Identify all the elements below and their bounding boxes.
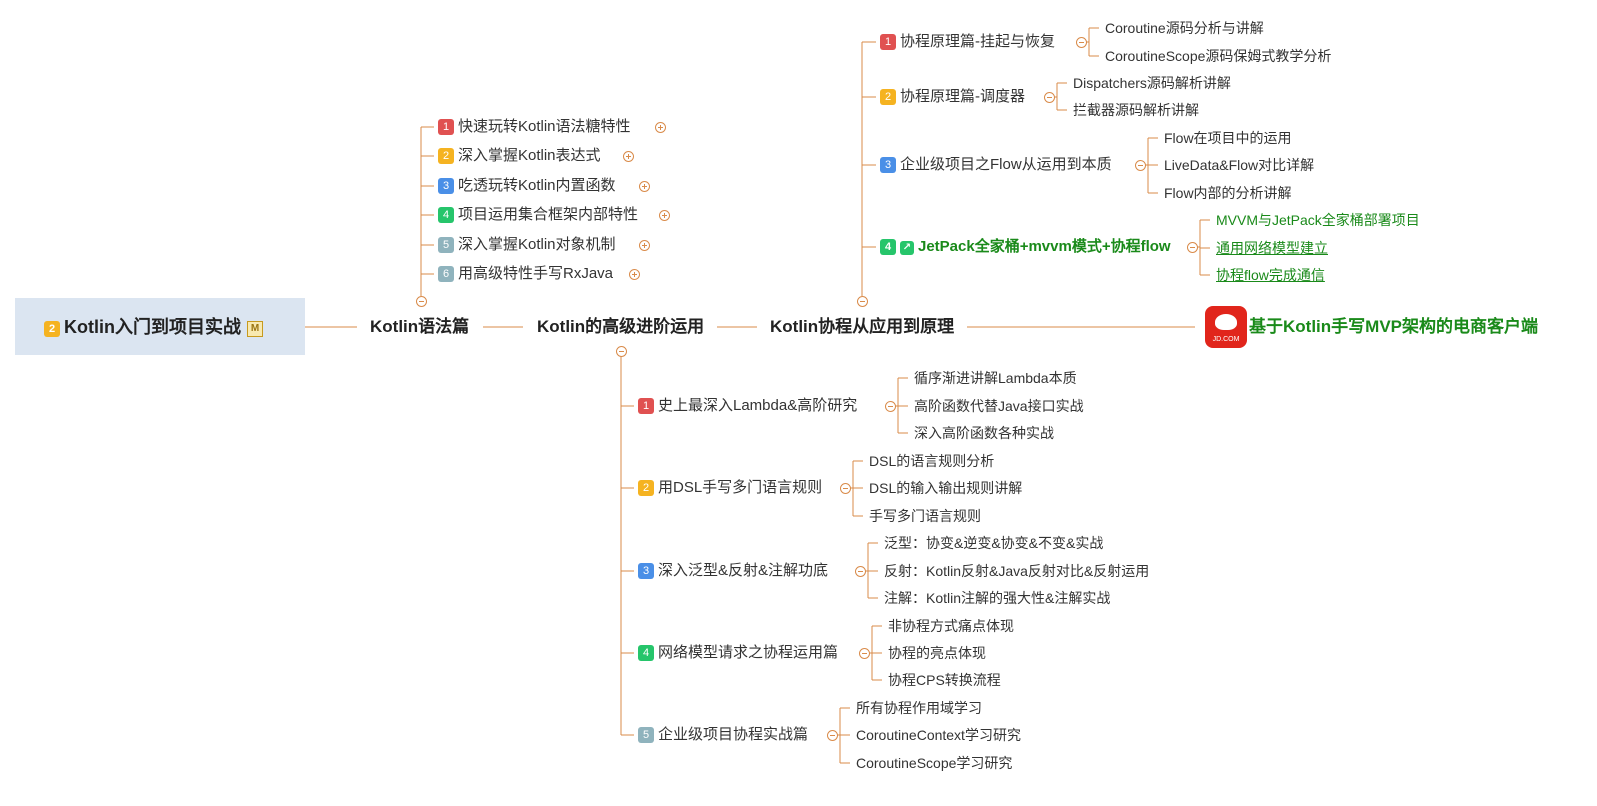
syntax-item-label: 用高级特性手写RxJava	[458, 265, 614, 282]
leaf-item[interactable]: DSL的语言规则分析	[869, 453, 995, 469]
leaf-item[interactable]: LiveData&Flow对比详解	[1164, 157, 1315, 173]
leaf-item[interactable]: 高阶函数代替Java接口实战	[914, 398, 1084, 414]
advanced-item-label: 史上最深入Lambda&高阶研究	[658, 397, 858, 414]
expand-toggle-icon[interactable]	[639, 181, 650, 192]
number-badge: 3	[880, 157, 896, 173]
syntax-item-label: 项目运用集合框架内部特性	[458, 206, 639, 223]
chapter-advanced[interactable]: Kotlin的高级进阶运用	[537, 317, 705, 336]
number-badge: 4	[638, 645, 654, 661]
collapse-toggle-icon[interactable]	[859, 648, 870, 659]
expand-toggle-icon[interactable]	[655, 122, 666, 133]
leaf-item[interactable]: Flow内部的分析讲解	[1164, 185, 1292, 201]
leaf-item[interactable]: Flow在项目中的运用	[1164, 130, 1292, 146]
number-badge: 2	[880, 89, 896, 105]
number-badge: 1	[880, 34, 896, 50]
expand-toggle-icon[interactable]	[629, 269, 640, 280]
expand-toggle-icon[interactable]	[623, 151, 634, 162]
chapter-coroutine[interactable]: Kotlin协程从应用到原理	[770, 317, 955, 336]
root-number-badge: 2	[44, 321, 60, 337]
leaf-item[interactable]: DSL的输入输出规则讲解	[869, 480, 1023, 496]
collapse-toggle-icon[interactable]	[1187, 242, 1198, 253]
leaf-item[interactable]: Dispatchers源码解析讲解	[1073, 75, 1231, 91]
collapse-toggle-icon[interactable]	[1135, 160, 1146, 171]
leaf-item[interactable]: 协程的亮点体现	[888, 645, 986, 661]
collapse-toggle-icon[interactable]	[885, 401, 896, 412]
leaf-item[interactable]: 深入高阶函数各种实战	[914, 425, 1054, 441]
syntax-item-label: 深入掌握Kotlin对象机制	[458, 236, 616, 253]
leaf-item[interactable]: 注解：Kotlin注解的强大性&注解实战	[884, 590, 1111, 606]
leaf-item[interactable]: 通用网络模型建立	[1216, 240, 1328, 256]
collapse-toggle-icon[interactable]	[827, 730, 838, 741]
leaf-item[interactable]: 非协程方式痛点体现	[888, 618, 1014, 634]
advanced-item-label: 企业级项目协程实战篇	[658, 726, 809, 743]
syntax-item-label: 吃透玩转Kotlin内置函数	[458, 177, 616, 194]
collapse-toggle-icon[interactable]	[1044, 92, 1055, 103]
leaf-item[interactable]: 泛型：协变&逆变&协变&不变&实战	[884, 535, 1104, 551]
leaf-item[interactable]: Coroutine源码分析与讲解	[1105, 20, 1264, 36]
collapse-toggle-icon[interactable]	[840, 483, 851, 494]
leaf-item[interactable]: CoroutineScope学习研究	[856, 755, 1013, 771]
number-badge: 2	[438, 148, 454, 164]
marker-flag-icon: M	[247, 321, 263, 337]
syntax-item-label: 快速玩转Kotlin语法糖特性	[458, 118, 631, 135]
number-badge: 4	[880, 239, 896, 255]
chapter-syntax[interactable]: Kotlin语法篇	[370, 317, 470, 336]
jd-logo-icon: JD.COM	[1205, 306, 1247, 348]
collapse-toggle-icon[interactable]	[616, 346, 627, 357]
collapse-toggle-icon[interactable]	[857, 296, 868, 307]
root-title: Kotlin入门到项目实战	[64, 317, 241, 337]
leaf-item[interactable]: CoroutineScope源码保姆式教学分析	[1105, 48, 1332, 64]
leaf-item[interactable]: 协程flow完成通信	[1216, 267, 1325, 283]
collapse-toggle-icon[interactable]	[855, 566, 866, 577]
number-badge: 5	[438, 237, 454, 253]
link-icon: ↗	[900, 241, 914, 255]
number-badge: 6	[438, 266, 454, 282]
number-badge: 4	[438, 207, 454, 223]
advanced-item-label: 网络模型请求之协程运用篇	[658, 644, 839, 661]
advanced-item-label: 深入泛型&反射&注解功底	[658, 562, 829, 579]
collapse-toggle-icon[interactable]	[1076, 37, 1087, 48]
number-badge: 1	[438, 119, 454, 135]
number-badge: 2	[638, 480, 654, 496]
leaf-item[interactable]: 循序渐进讲解Lambda本质	[914, 370, 1077, 386]
coroutine-item-label: 协程原理篇-调度器	[900, 88, 1025, 105]
leaf-item[interactable]: 手写多门语言规则	[869, 508, 981, 524]
leaf-item[interactable]: 所有协程作用域学习	[856, 700, 982, 716]
leaf-item[interactable]: CoroutineContext学习研究	[856, 727, 1021, 743]
number-badge: 1	[638, 398, 654, 414]
advanced-item-label: 用DSL手写多门语言规则	[658, 479, 823, 496]
coroutine-item[interactable]: 4 ↗ JetPack全家桶+mvvm模式+协程flow	[880, 238, 1171, 256]
chapter-project[interactable]: 基于Kotlin手写MVP架构的电商客户端	[1249, 317, 1538, 336]
coroutine-item-label: 协程原理篇-挂起与恢复	[900, 33, 1055, 50]
leaf-item[interactable]: MVVM与JetPack全家桶部署项目	[1216, 212, 1420, 228]
leaf-item[interactable]: 拦截器源码解析讲解	[1073, 102, 1199, 118]
expand-toggle-icon[interactable]	[639, 240, 650, 251]
syntax-item-label: 深入掌握Kotlin表达式	[458, 147, 601, 164]
number-badge: 5	[638, 727, 654, 743]
number-badge: 3	[638, 563, 654, 579]
leaf-item[interactable]: 协程CPS转换流程	[888, 672, 1001, 688]
coroutine-item-label: JetPack全家桶+mvvm模式+协程flow	[918, 238, 1171, 255]
collapse-toggle-icon[interactable]	[416, 296, 427, 307]
coroutine-item-label: 企业级项目之Flow从运用到本质	[900, 156, 1112, 173]
number-badge: 3	[438, 178, 454, 194]
expand-toggle-icon[interactable]	[659, 210, 670, 221]
leaf-item[interactable]: 反射：Kotlin反射&Java反射对比&反射运用	[884, 563, 1150, 579]
